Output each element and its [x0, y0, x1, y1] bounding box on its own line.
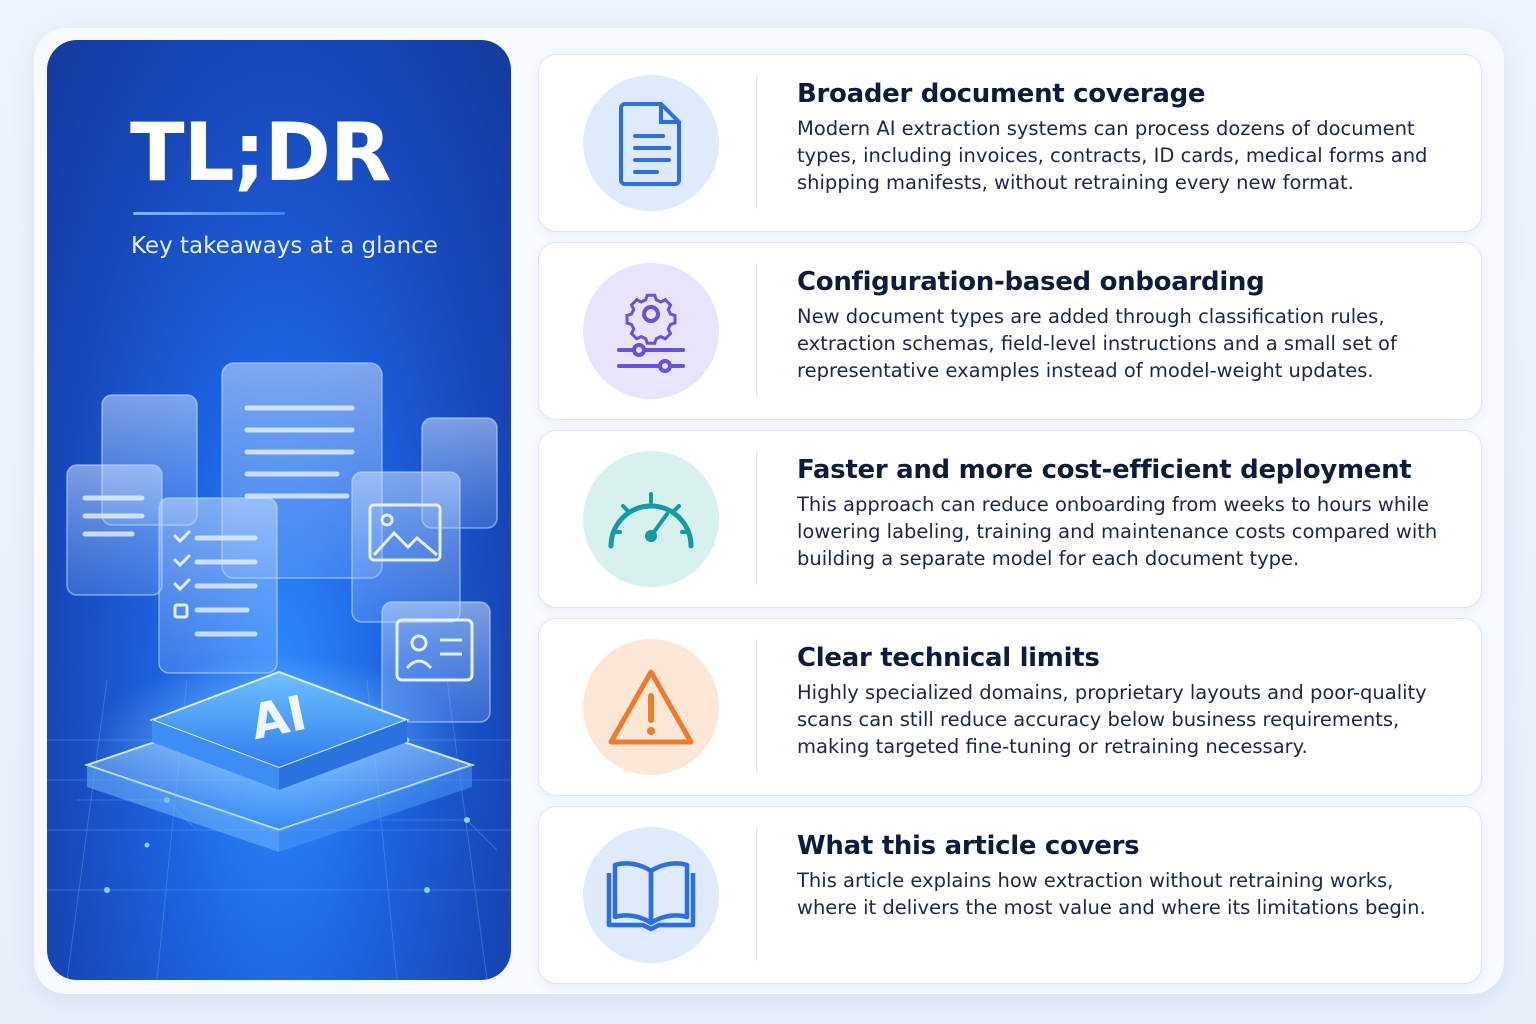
- speedometer-icon: [583, 451, 719, 587]
- takeaway-card-faster-deployment: Faster and more cost-efficient deploymen…: [538, 430, 1482, 608]
- warning-icon: [583, 639, 719, 775]
- document-icon: [583, 75, 719, 211]
- card-body: Modern AI extraction systems can process…: [797, 117, 1428, 194]
- card-body: This article explains how extraction wit…: [797, 869, 1426, 919]
- card-divider: [756, 263, 757, 397]
- takeaway-card-document-coverage: Broader document coverage Modern AI extr…: [538, 54, 1482, 232]
- ai-chip-label: AI: [246, 685, 311, 751]
- card-title: Faster and more cost-efficient deploymen…: [797, 455, 1412, 485]
- card-body: New document types are added through cla…: [797, 305, 1397, 382]
- open-book-icon: [583, 827, 719, 963]
- takeaway-card-configuration-onboarding: Configuration-based onboarding New docum…: [538, 242, 1482, 420]
- card-body: This approach can reduce onboarding from…: [797, 493, 1438, 570]
- card-title: What this article covers: [797, 831, 1140, 861]
- card-title: Clear technical limits: [797, 643, 1100, 673]
- card-title: Broader document coverage: [797, 79, 1206, 109]
- card-divider: [756, 827, 757, 961]
- card-divider: [756, 451, 757, 585]
- card-divider: [756, 75, 757, 209]
- hero-panel: TL;DR Key takeaways at a glance: [47, 40, 511, 980]
- hero-subtitle: Key takeaways at a glance: [131, 233, 438, 259]
- takeaway-card-technical-limits: Clear technical limits Highly specialize…: [538, 618, 1482, 796]
- ai-documents-illustration: AI: [47, 362, 511, 980]
- hero-divider: [133, 212, 285, 215]
- card-divider: [756, 639, 757, 773]
- hero-title: TL;DR: [130, 106, 392, 199]
- takeaway-card-article-covers: What this article covers This article ex…: [538, 806, 1482, 984]
- card-body: Highly specialized domains, proprietary …: [797, 681, 1427, 758]
- gear-sliders-icon: [583, 263, 719, 399]
- card-title: Configuration-based onboarding: [797, 267, 1265, 297]
